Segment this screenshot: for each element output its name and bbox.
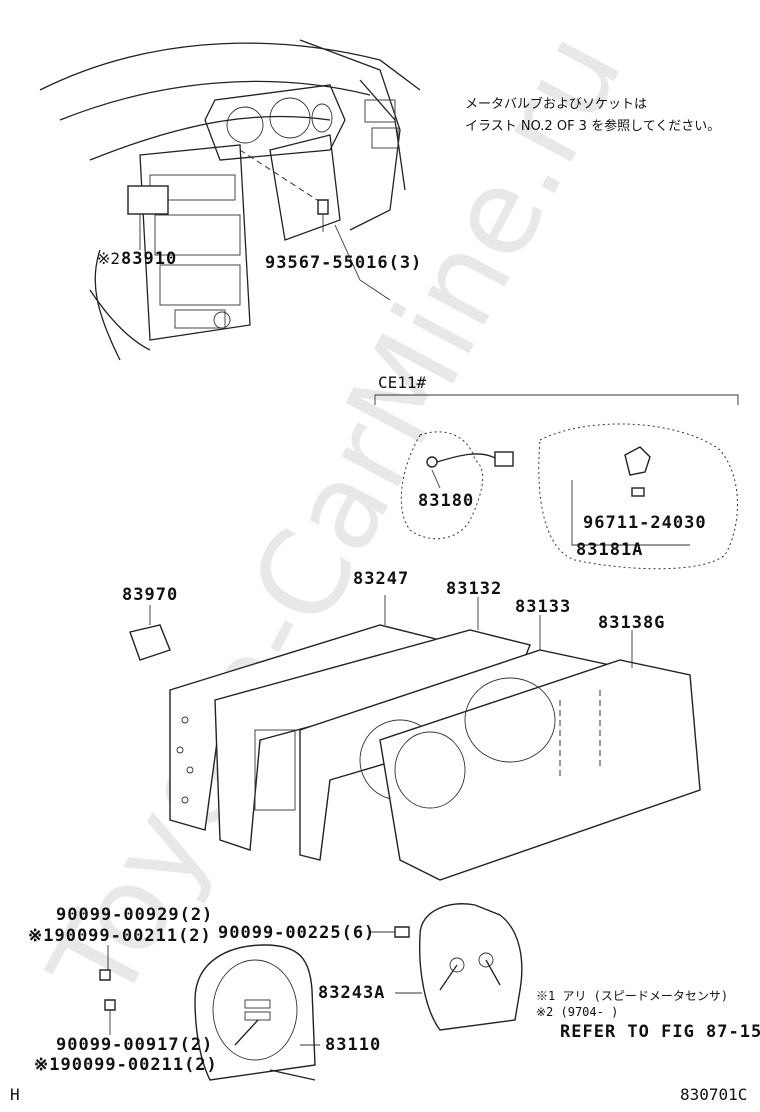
label-83243a: 83243A xyxy=(318,983,385,1003)
footnote-1: ※1 アリ (スピードメータセンサ) xyxy=(536,989,728,1003)
label-ce11: CE11# xyxy=(378,373,427,392)
footnote-2: ※2 (9704- ) xyxy=(536,1005,618,1019)
corner-left-code: H xyxy=(10,1085,20,1104)
label-90099-00929: 90099-00929(2) xyxy=(56,905,213,925)
label-90099-00211-b: ※190099-00211(2) xyxy=(34,1055,218,1075)
gauges-and-screws xyxy=(99,903,523,1081)
cluster-exploded-view xyxy=(129,595,701,881)
label-83133: 83133 xyxy=(515,597,571,617)
label-96711-24030: 96711-24030 xyxy=(583,513,707,533)
label-93567-55016: 93567-55016(3) xyxy=(265,253,422,273)
label-83138g: 83138G xyxy=(598,613,665,633)
note-line-1: メータバルブおよびソケットは xyxy=(465,96,647,112)
refer-to-fig: REFER TO FIG 87-15 xyxy=(560,1022,760,1042)
label-83181a: 83181A xyxy=(576,540,643,560)
watermark: Toyota-CarMine.ru xyxy=(22,11,648,1024)
label-90099-00211-a: ※190099-00211(2) xyxy=(28,926,212,946)
label-83910: 83910 xyxy=(121,249,177,269)
label-83132: 83132 xyxy=(446,579,502,599)
diagram-code: 830701C xyxy=(680,1085,747,1104)
label-90099-00917: 90099-00917(2) xyxy=(56,1035,213,1055)
label-90099-00225: 90099-00225(6) xyxy=(218,923,375,943)
label-83970: 83970 xyxy=(122,585,178,605)
label-83910-prefix: ※2 xyxy=(97,249,120,268)
dashboard-illustration xyxy=(39,39,421,361)
label-83247: 83247 xyxy=(353,569,409,589)
note-line-2: イラスト NO.2 OF 3 を参照してください。 xyxy=(465,118,720,134)
label-83180: 83180 xyxy=(418,491,474,511)
label-83110: 83110 xyxy=(325,1035,381,1055)
ce11-section xyxy=(374,394,739,570)
